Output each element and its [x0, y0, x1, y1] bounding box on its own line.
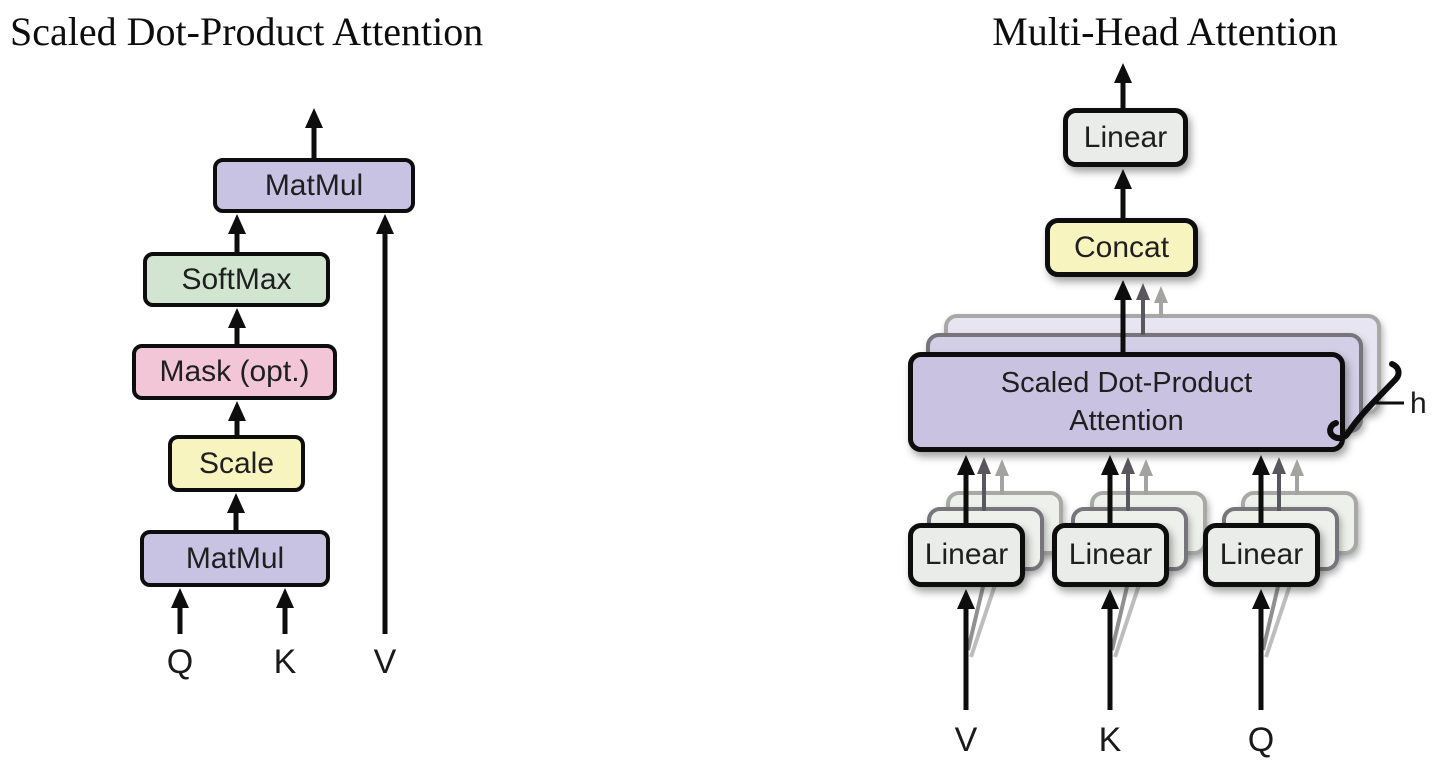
matmul-top-box: MatMul — [213, 158, 415, 213]
linear-v-box: Linear — [908, 523, 1025, 587]
matmul-to-scale-arrow — [227, 493, 245, 531]
concat-to-linear-arrow — [1114, 169, 1132, 223]
sdpa-to-concat-arrow-gray-light — [1154, 286, 1168, 317]
sdpa-box: Scaled Dot-Product Attention — [908, 352, 1345, 452]
matmul-bottom-box: MatMul — [140, 530, 330, 587]
scale-to-mask-arrow — [228, 401, 246, 436]
concat-label: Concat — [1073, 230, 1170, 264]
q-input-label: Q — [166, 643, 194, 681]
v-input-label: V — [373, 643, 397, 681]
scale-box: Scale — [168, 435, 305, 492]
softmax-label: SoftMax — [181, 262, 292, 296]
q-input-arrow-right — [1252, 589, 1270, 710]
head-count-label: h — [1410, 387, 1427, 420]
v-input-label-right: V — [954, 721, 978, 759]
matmul-bottom-label: MatMul — [185, 541, 285, 575]
concat-box: Concat — [1045, 218, 1198, 277]
linear-q-label: Linear — [1219, 538, 1304, 571]
q-input-label-right: Q — [1247, 721, 1275, 759]
linear-k-label: Linear — [1068, 538, 1153, 571]
linear-q-ghost-arrow-light — [1290, 459, 1304, 495]
k-input-arrow-right — [1101, 589, 1119, 710]
sdpa-label-line1: Scaled Dot-Product — [1000, 367, 1253, 399]
softmax-box: SoftMax — [143, 252, 330, 307]
v-input-line-long — [376, 214, 394, 634]
k-input-label-right: K — [1098, 721, 1122, 759]
linear-k-box: Linear — [1052, 523, 1169, 587]
linear-k-ghost-arrow-light — [1139, 459, 1153, 495]
linear-v-label: Linear — [924, 538, 1009, 571]
softmax-to-matmul-arrow — [228, 214, 246, 253]
linear-out-label: Linear — [1083, 120, 1168, 154]
mask-box: Mask (opt.) — [132, 344, 337, 400]
left-figure-title: Scaled Dot-Product Attention — [10, 9, 484, 54]
left-output-arrow — [305, 108, 323, 158]
mask-label: Mask (opt.) — [159, 355, 310, 388]
v-input-arrow-right — [957, 589, 975, 710]
scale-label: Scale — [198, 446, 275, 480]
sdpa-label: Scaled Dot-Product Attention — [1001, 364, 1252, 440]
right-output-arrow — [1114, 63, 1132, 109]
linear-q-box: Linear — [1203, 523, 1320, 587]
k-input-arrow — [276, 588, 294, 634]
q-input-arrow — [171, 588, 189, 634]
sdpa-label-line2: Attention — [1069, 405, 1184, 437]
right-figure-title: Multi-Head Attention — [992, 9, 1338, 54]
linear-v-ghost-arrow-light — [995, 459, 1009, 495]
k-input-label: K — [273, 643, 297, 681]
linear-out-box: Linear — [1063, 108, 1188, 167]
mask-to-softmax-arrow — [228, 308, 246, 345]
matmul-top-label: MatMul — [264, 168, 364, 202]
